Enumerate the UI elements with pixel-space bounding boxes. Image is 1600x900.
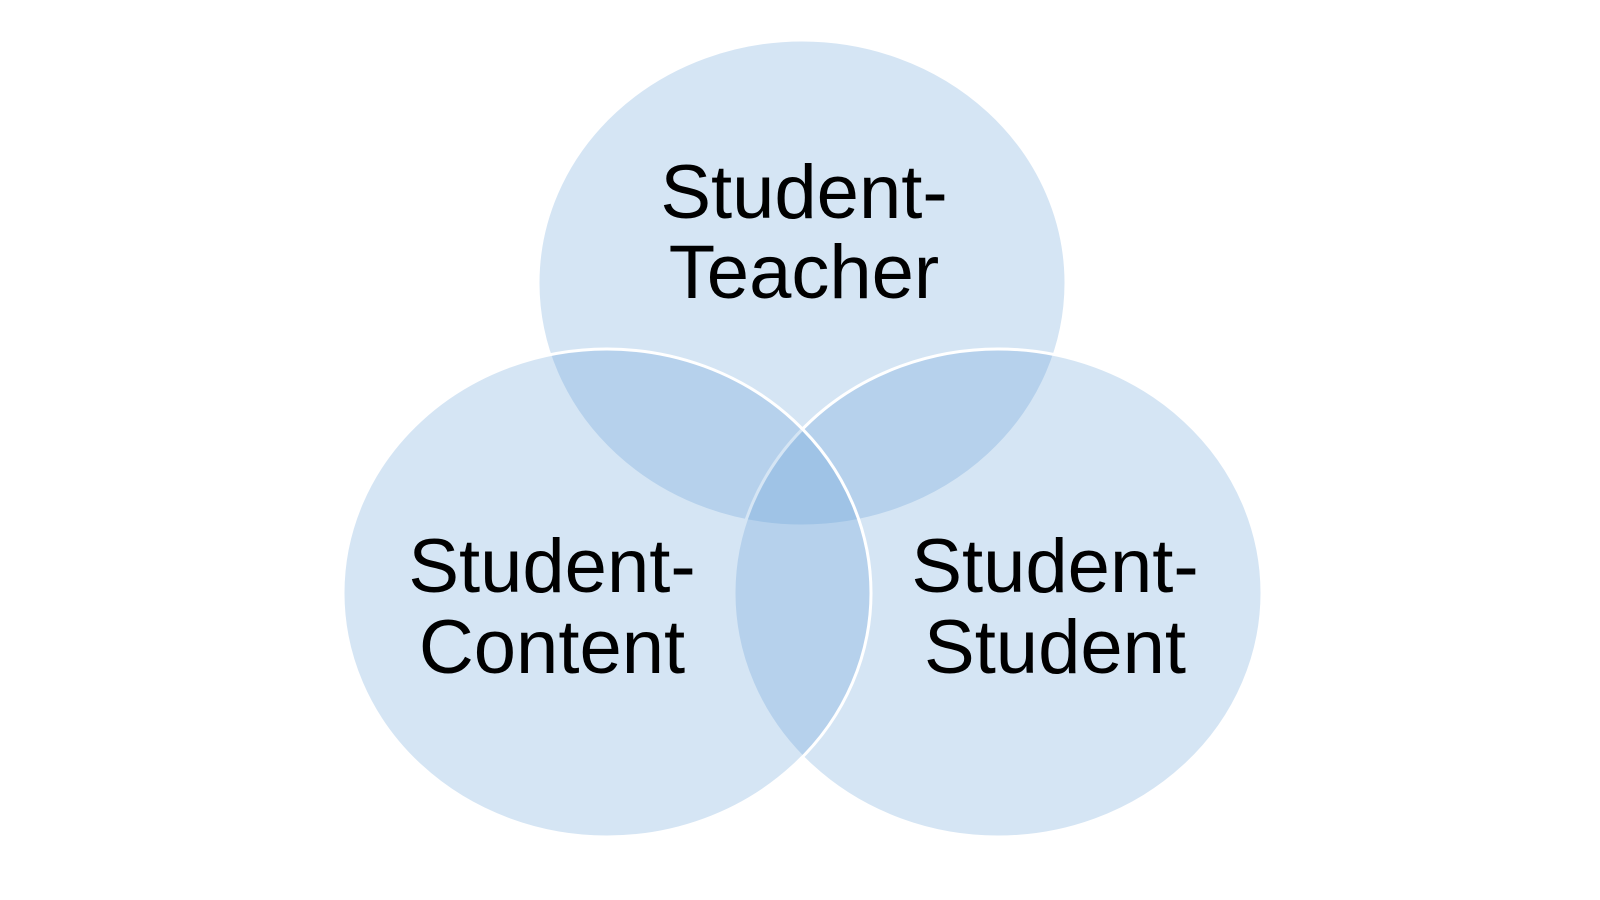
label-student-teacher-line2: Teacher	[669, 230, 939, 315]
label-student-content-line1: Student-	[408, 524, 695, 609]
label-student-content-line2: Content	[419, 605, 685, 690]
circle-student-student	[732, 347, 1264, 839]
circle-student-content	[341, 347, 873, 839]
label-student-student-line1: Student-	[911, 524, 1198, 609]
label-student-student-line2: Student	[924, 605, 1186, 690]
label-student-teacher-line1: Student-	[660, 150, 947, 235]
circle-student-teacher	[536, 38, 1068, 528]
